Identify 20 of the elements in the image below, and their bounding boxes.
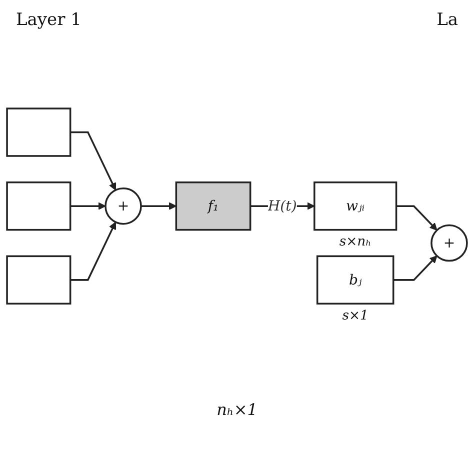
node-box: bⱼ bbox=[316, 255, 394, 305]
dimension-label: s×nₕ bbox=[339, 234, 372, 250]
arrow bbox=[70, 202, 106, 210]
dimension-label: nₕ×1 bbox=[216, 400, 258, 419]
arrow bbox=[393, 256, 438, 281]
node-box bbox=[6, 108, 72, 157]
node-circle: + bbox=[104, 187, 142, 225]
layer-label: La bbox=[436, 10, 458, 32]
arrow bbox=[70, 131, 116, 190]
layer-label: Layer 1 bbox=[16, 10, 82, 32]
arrow bbox=[396, 205, 438, 231]
arrow bbox=[141, 202, 177, 210]
node-circle: + bbox=[430, 224, 468, 262]
node-box bbox=[6, 255, 72, 305]
dimension-label: s×1 bbox=[342, 308, 368, 324]
node-box bbox=[6, 181, 72, 231]
node-box: wⱼᵢ bbox=[314, 181, 398, 231]
arrow bbox=[70, 222, 116, 281]
edge-label: H(t) bbox=[268, 197, 297, 214]
node-box: f₁ bbox=[175, 181, 252, 231]
